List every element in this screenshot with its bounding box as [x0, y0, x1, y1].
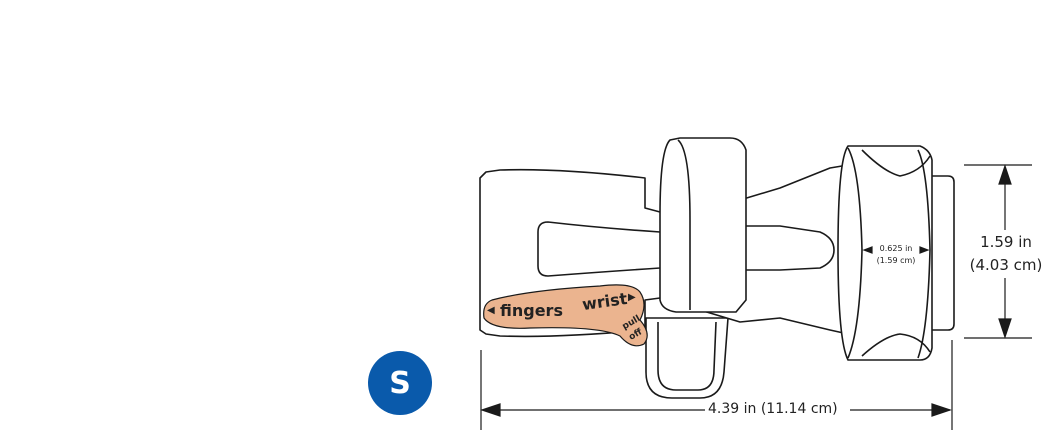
- strap-width-cm: (1.59 cm): [876, 256, 916, 265]
- finger-slot: [537, 221, 673, 277]
- left-strap: [659, 137, 747, 313]
- bottom-loop: [645, 317, 729, 399]
- fingers-label: fingers: [500, 301, 563, 320]
- fingers-arrow-icon: ◀: [487, 305, 495, 316]
- length-dimension: 4.39 in (11.14 cm): [708, 401, 838, 417]
- pull-off-tab: [483, 284, 648, 347]
- size-badge: S: [368, 351, 432, 415]
- strap-width-in: 0.625 in: [879, 244, 913, 253]
- right-strap: [837, 145, 933, 361]
- height-dimension-in: 1.59 in: [980, 233, 1032, 251]
- wrist-arrow-icon: ▶: [628, 292, 636, 303]
- height-dimension-cm: (4.03 cm): [969, 256, 1043, 274]
